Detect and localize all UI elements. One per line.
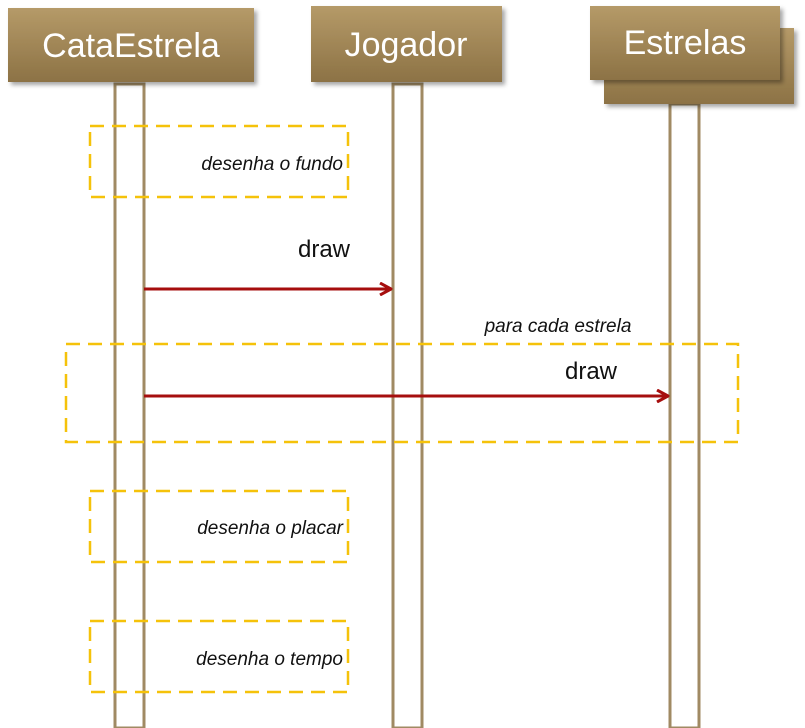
note-desenha-o-tempo: desenha o tempo <box>88 619 350 694</box>
note-desenha-o-fundo: desenha o fundo <box>88 124 350 199</box>
note-desenha-o-placar: desenha o placar <box>88 489 350 564</box>
participant-cataestrela-label: CataEstrela <box>42 27 220 65</box>
participant-jogador: Jogador <box>311 6 502 82</box>
participant-cataestrela: CataEstrela <box>8 8 254 82</box>
note-placar-text: desenha o placar <box>197 518 343 539</box>
message-draw-estrelas-label: draw <box>565 358 618 385</box>
participant-estrelas-front-box <box>590 6 780 80</box>
message-draw-jogador-label: draw <box>298 236 351 263</box>
note-fundo-text: desenha o fundo <box>201 154 343 175</box>
loop-para-cada-estrela: para cada estrela draw <box>64 316 740 444</box>
participant-jogador-label: Jogador <box>345 26 468 64</box>
lifeline-cataestrela <box>113 82 146 728</box>
lifeline-jogador <box>391 82 424 728</box>
loop-label: para cada estrela <box>484 316 632 337</box>
lifeline-estrelas <box>668 102 701 728</box>
participant-estrelas: Estrelas <box>590 6 794 104</box>
participant-estrelas-label: Estrelas <box>624 24 747 62</box>
message-draw-estrelas: draw <box>144 358 668 396</box>
message-draw-jogador: draw <box>144 236 391 289</box>
note-tempo-text: desenha o tempo <box>196 649 343 670</box>
